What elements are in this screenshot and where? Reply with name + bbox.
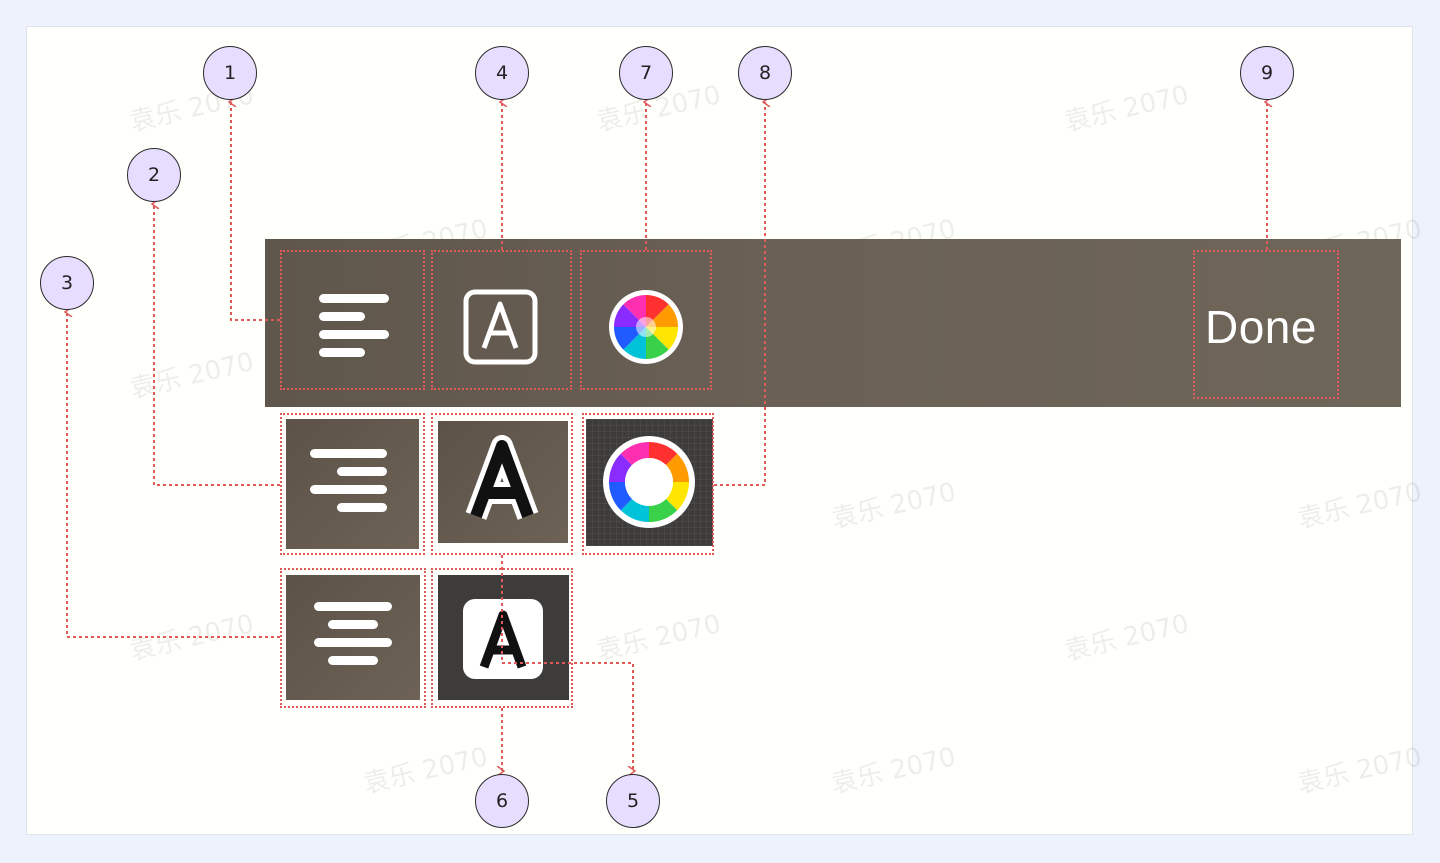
text-style-outline-icon[interactable] [436,262,566,392]
highlight-box [280,250,425,390]
diagram-canvas [26,26,1413,835]
align-center-icon[interactable] [286,575,420,700]
callout-9: 9 [1240,46,1294,100]
done-button[interactable]: Done [1205,301,1317,353]
callout-5: 5 [606,774,660,828]
callout-3: 3 [40,256,94,310]
callout-2: 2 [127,148,181,202]
highlight-box [582,413,714,555]
highlight-box [280,568,426,708]
text-edit-toolbar [265,239,1401,407]
text-style-stroke-icon[interactable] [438,421,568,543]
callout-1: 1 [203,46,257,100]
align-right-icon[interactable] [286,419,419,549]
align-left-icon[interactable] [289,262,419,392]
highlight-box [431,413,573,555]
leader-line-5 [501,555,633,771]
highlight-box [280,413,425,555]
highlight-box [580,250,712,390]
callout-6: 6 [475,774,529,828]
callout-4: 4 [475,46,529,100]
leader-line-1 [231,102,280,321]
callout-8: 8 [738,46,792,100]
callout-7: 7 [619,46,673,100]
leader-line-3 [67,312,280,638]
color-wheel-icon[interactable] [581,262,711,392]
leader-line-8 [714,102,765,486]
highlight-box [1193,250,1339,399]
highlight-box [431,250,572,390]
leader-line-2 [154,204,280,486]
color-wheel-ring-icon[interactable] [586,419,713,546]
